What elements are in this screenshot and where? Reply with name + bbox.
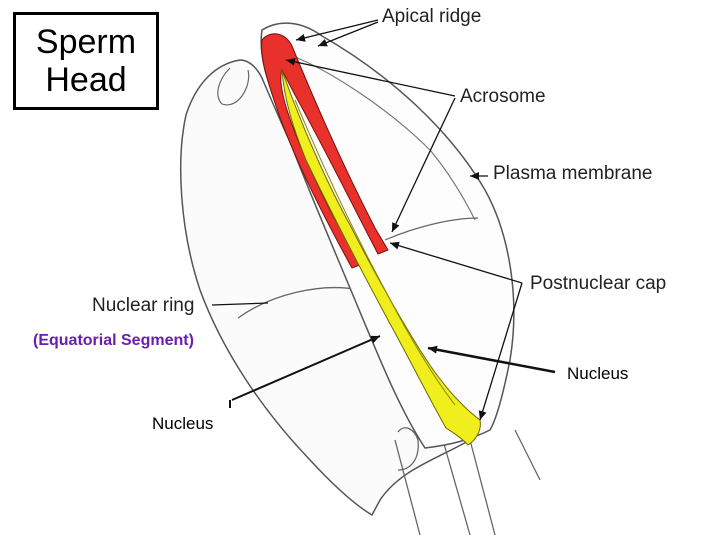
acrosome-outer-contour: [289, 54, 476, 221]
head-left-inner-contour: [217, 67, 250, 106]
label-nuclear-ring: Nuclear ring: [92, 295, 195, 316]
arrow-nuclear-ring: [211, 302, 269, 306]
arrow-apical-ridge-1: [295, 19, 379, 42]
arrow-postnuclear-2: [478, 282, 523, 421]
title-box: Sperm Head: [13, 12, 159, 110]
title-line-1: Sperm: [35, 23, 137, 61]
arrow-equatorial-segment: [231, 335, 381, 401]
label-equatorial-segment: (Equatorial Segment): [33, 332, 194, 349]
tail-stub-left: [394, 429, 471, 536]
arrow-acrosome-1: [285, 57, 456, 97]
nuclear-ring-contour: [237, 287, 361, 319]
arrow-apical-ridge-2: [317, 21, 379, 47]
title-line-2: Head: [45, 61, 127, 99]
pointer-lines: [211, 19, 556, 421]
label-plasma-membrane: Plasma membrane: [493, 163, 653, 184]
label-apical-ridge: Apical ridge: [382, 6, 482, 27]
acrosome-shape: [261, 33, 389, 269]
arrow-nucleus-right: [427, 345, 556, 374]
tail-stub-left-cap: [397, 427, 419, 471]
nucleus-shape: [281, 69, 481, 446]
equatorial-contour: [384, 217, 479, 241]
tail-stub-right: [469, 429, 541, 536]
arrow-postnuclear-1: [389, 241, 523, 284]
arrow-acrosome-2: [391, 97, 456, 233]
nucleus-inner-line: [294, 99, 456, 406]
label-postnuclear-cap: Postnuclear cap: [530, 273, 667, 294]
label-acrosome: Acrosome: [460, 86, 546, 107]
label-nucleus-left: Nucleus: [152, 414, 214, 433]
label-nucleus-right: Nucleus: [567, 364, 629, 383]
